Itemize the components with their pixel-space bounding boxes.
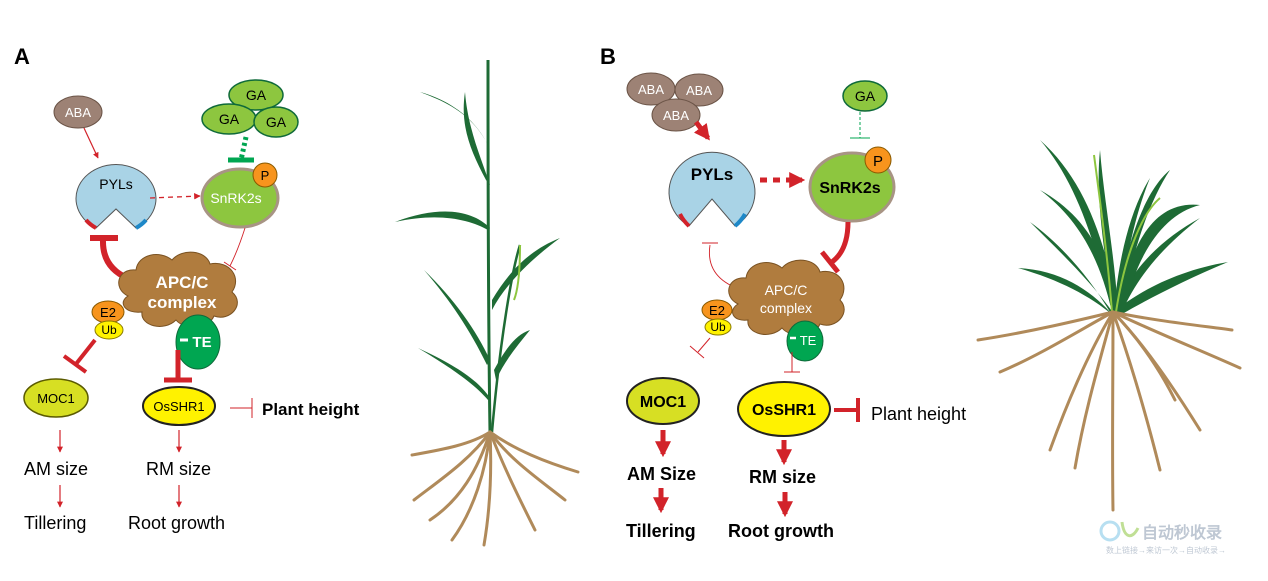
apcc-label-2-b: complex [760,300,812,316]
snrk2s-inhibit-bar-b [820,250,840,274]
inhibit-moc1-line [74,338,97,366]
aba-node: ABA [53,95,103,129]
ub-label: Ub [101,323,117,337]
snrk2s-inhibit-apcc-line [229,227,246,267]
snrk2s-inhibit-bar [223,261,237,271]
e2-label-b: E2 [709,303,725,318]
moc1-node: MOC1 [23,378,89,418]
rm-size-label-b: RM size [749,467,816,487]
phospho-label-b: P [873,153,883,170]
snrk2s-kinase: SnRK2s P [200,162,280,229]
plant-height-label-b: Plant height [871,404,966,424]
osshr1-label: OsSHR1 [153,399,204,414]
te-node: TE [175,314,221,370]
moc1-node-b: MOC1 [626,377,700,425]
snrk2s-kinase-b: SnRK2s P [808,146,896,223]
rm-size-label: RM size [146,459,211,479]
plant-a-illustration [395,59,580,547]
panel-a: A ABA GA GA GA PYLs SnRK2s [14,44,360,533]
pyls-receptor-b: PYLs [668,151,756,228]
apcc-label-1: APC/C [156,273,209,292]
moc1-label: MOC1 [37,391,75,406]
ga-node-b: GA [842,80,888,112]
tillering-label: Tillering [24,513,86,533]
aba-label: ABA [65,105,91,120]
ga-label-3: GA [266,114,287,130]
osshr1-node-b: OsSHR1 [737,381,831,437]
watermark-subtitle: 数上链接→来访一次→自动收录→ [1106,545,1226,555]
osshr1-label-b: OsSHR1 [752,402,816,419]
te-label: TE [192,334,211,351]
inhibit-moc1-line-b [697,337,711,353]
am-size-label: AM size [24,459,88,479]
apcc-label-2: complex [148,293,218,312]
aba-label-3: ABA [663,108,689,123]
aba-to-pyls-arrow [83,127,99,159]
phospho-label: P [261,168,270,183]
apcc-complex: APC/C complex [118,251,238,328]
snrk2s-label: SnRK2s [210,190,261,206]
apcc-complex-b: APC/C complex [728,259,845,336]
pyls-receptor: PYLs [75,164,157,230]
inhibit-moc1-bar-b [689,345,705,359]
root-growth-label: Root growth [128,513,225,533]
e2-label: E2 [100,305,116,320]
ga-label-b: GA [855,88,876,104]
plant-b-illustration [976,140,1242,512]
ub-label-b: Ub [710,320,726,334]
watermark-logo-icon [1099,520,1121,542]
aba-cluster: ABA ABA ABA [626,72,724,132]
watermark-logo-swoosh-icon [1120,521,1140,538]
root-growth-label-b: Root growth [728,521,834,541]
ga-label-2: GA [219,111,240,127]
aba-to-pyls-arrow-b [693,120,710,141]
panel-a-label: A [14,44,30,69]
inhibit-moc1-bar [62,354,88,374]
moc1-label-b: MOC1 [640,394,686,411]
ga-label-1: GA [246,87,267,103]
am-size-label-b: AM Size [627,464,696,484]
e2-ub: E2 Ub [91,300,125,340]
ga-cluster: GA GA GA [201,79,299,138]
snrk2s-inhibit-apcc-line-b [830,221,851,264]
panel-b-label: B [600,44,616,69]
te-label-b: TE [800,333,817,348]
watermark-title: 自动秒收录 [1142,523,1222,542]
tillering-label-b: Tillering [626,521,696,541]
aba-label-2: ABA [686,83,712,98]
ga-inhibit-line [238,136,249,161]
pyls-label-b: PYLs [691,165,734,184]
panel-b: B ABA ABA ABA GA PYLs SnRK2s [600,44,966,541]
osshr1-node: OsSHR1 [142,386,216,426]
snrk2s-label-b: SnRK2s [819,180,880,197]
watermark: 自动秒收录 数上链接→来访一次→自动收录→ [1099,520,1226,555]
pyls-to-snrk2s-arrow [149,192,201,200]
apcc-label-1-b: APC/C [765,282,808,298]
aba-label-1: ABA [638,82,664,97]
e2-ub-b: E2 Ub [701,299,733,336]
plant-height-label: Plant height [262,400,360,419]
pyls-label: PYLs [99,176,132,192]
te-node-b: TE [786,320,824,362]
